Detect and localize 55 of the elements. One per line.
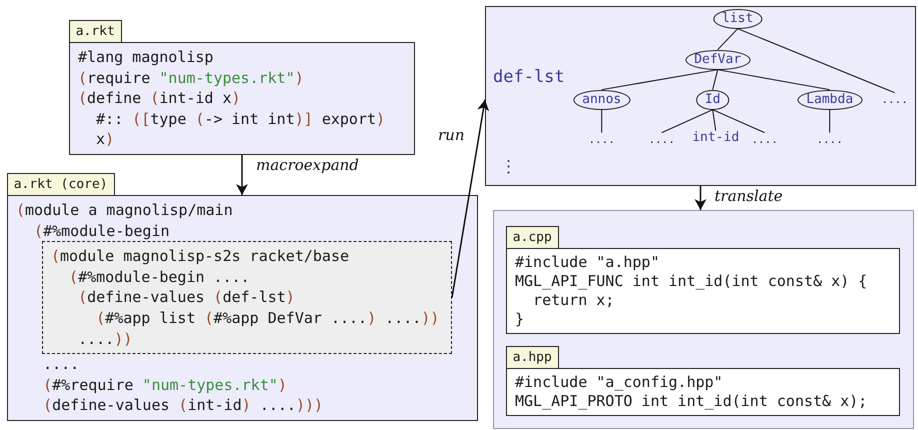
tree-branch-line: [712, 69, 718, 90]
tree-branch-line: [601, 109, 602, 134]
ellipsis-text: ....: [881, 92, 908, 107]
tree-node: Lambda: [797, 90, 862, 110]
code-line: #lang magnolisp: [78, 47, 214, 68]
code-line: (#%module-begin ....: [69, 266, 250, 288]
code-line: return x;: [533, 291, 614, 310]
code-line: #:: ([type (-> int int)] export): [96, 108, 386, 130]
file-tab: a.cpp: [506, 226, 559, 248]
identifier-text: int-id: [692, 130, 740, 145]
arrow: [694, 186, 706, 210]
code-line: (require "num-types.rkt"): [78, 68, 304, 88]
arrow: [451, 99, 490, 298]
file-tab: a.hpp: [506, 346, 559, 368]
tree-node: list: [713, 8, 762, 29]
code-line: (#%app list (#%app DefVar ....) ....)): [96, 308, 440, 329]
tree-node: DefVar: [685, 50, 750, 70]
ellipsis-text: ....: [588, 132, 615, 147]
tree-branch-line: [737, 28, 896, 94]
code-line: (#%require "num-types.rkt"): [43, 374, 287, 396]
code-line: (module magnolisp-s2s racket/base: [51, 246, 350, 267]
output-panel: [493, 210, 914, 429]
code-line: MGL_API_FUNC int int_id(int const& x) {: [515, 272, 868, 291]
tree-panel: [485, 6, 916, 186]
dashed-code-region: [42, 241, 452, 354]
code-line: #include "a.hpp": [515, 253, 660, 272]
edge-label: macroexpand: [254, 156, 361, 174]
file-tab: a.rkt (core): [6, 173, 115, 195]
code-line: ....)): [78, 328, 132, 350]
vertical-ellipsis: ⋮: [500, 157, 517, 177]
ellipsis-text: ....: [816, 132, 843, 147]
tree-branch-line: [829, 109, 830, 134]
code-line: (define-values (def-lst): [78, 287, 295, 308]
code-line: (#%module-begin: [34, 220, 170, 242]
tree-branch-line: [717, 69, 830, 90]
tree-branch-line: [712, 109, 766, 134]
tree-branch-line: [661, 109, 714, 134]
code-line: MGL_API_PROTO int int_id(int const& x);: [515, 392, 868, 411]
tree-node: Id: [696, 90, 730, 110]
tree-node: annos: [573, 90, 630, 110]
ellipsis-text: ....: [751, 132, 778, 147]
file-tab: a.rkt: [68, 20, 122, 42]
arrow: [236, 154, 248, 195]
variable-label: def-lst: [493, 67, 565, 87]
code-line: x): [96, 129, 114, 150]
code-line: (module a magnolisp/main: [16, 200, 233, 221]
code-line: ....: [43, 354, 80, 375]
tree-branch-line: [717, 28, 738, 50]
code-line: #include "a_config.hpp": [515, 373, 723, 392]
code-line: }: [515, 310, 524, 329]
tree-branch-line: [712, 109, 716, 132]
code-line: (define (int-id x): [78, 88, 241, 109]
code-line: (define-values (int-id) ....))): [43, 395, 324, 416]
tree-branch-line: [601, 69, 718, 90]
ellipsis-text: ....: [648, 132, 675, 147]
